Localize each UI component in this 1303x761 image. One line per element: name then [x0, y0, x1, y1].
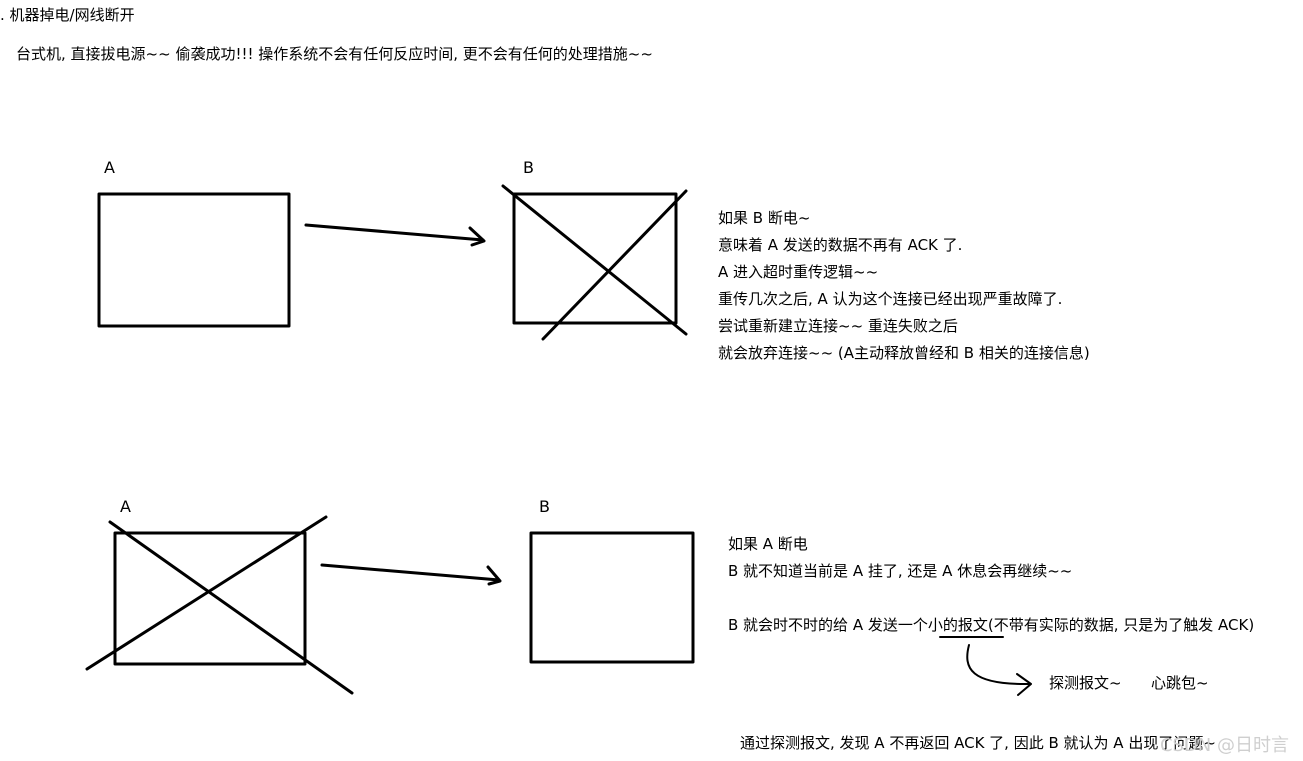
conclusion: 通过探测报文, 发现 A 不再返回 ACK 了, 因此 B 就认为 A 出现了问… — [740, 734, 1216, 752]
note-top-line-5: 尝试重新建立连接~~ 重连失败之后 — [718, 317, 958, 335]
intro-text: 台式机, 直接拔电源~~ 偷袭成功!!! 操作系统不会有任何反应时间, 更不会有… — [16, 45, 653, 63]
box-b-top — [512, 192, 678, 325]
label-b-top: B — [523, 158, 534, 177]
cross-b-line-1 — [501, 184, 688, 336]
label-a-bottom: A — [120, 497, 131, 516]
note-top-line-1: 如果 B 断电~ — [718, 209, 811, 227]
note-bottom-line-1: 如果 A 断电 — [728, 535, 808, 553]
label-b-bottom: B — [539, 497, 550, 516]
box-a-bottom — [113, 531, 307, 666]
note-bottom-line-2: B 就不知道当前是 A 挂了, 还是 A 休息会再继续~~ — [728, 562, 1073, 580]
note-top-line-2: 意味着 A 发送的数据不再有 ACK 了. — [718, 236, 963, 254]
watermark: CSDN @日时言 — [1159, 735, 1289, 756]
heading: . 机器掉电/网线断开 — [0, 6, 135, 24]
cross-a-line-2 — [85, 515, 328, 671]
cross-b-line-2 — [541, 189, 688, 341]
note-top-line-4: 重传几次之后, A 认为这个连接已经出现严重故障了. — [718, 290, 1063, 308]
arrow-a-to-b-top — [304, 223, 486, 247]
arrow-a-to-b-bottom — [320, 563, 502, 586]
box-a-top — [97, 192, 291, 328]
cross-a-line-1 — [108, 520, 354, 695]
note-top-line-6: 就会放弃连接~~ (A主动释放曾经和 B 相关的连接信息) — [718, 344, 1090, 362]
heartbeat-term: 心跳包~ — [1151, 674, 1209, 692]
note-top-line-3: A 进入超时重传逻辑~~ — [718, 263, 879, 281]
pointer-arrow — [966, 644, 1032, 696]
probe-sentence: B 就会时不时的给 A 发送一个小的报文(不带有实际的数据, 只是为了触发 AC… — [728, 616, 1255, 634]
label-a-top: A — [104, 158, 115, 177]
box-b-bottom — [529, 531, 695, 664]
probe-term: 探测报文~ — [1049, 674, 1122, 692]
